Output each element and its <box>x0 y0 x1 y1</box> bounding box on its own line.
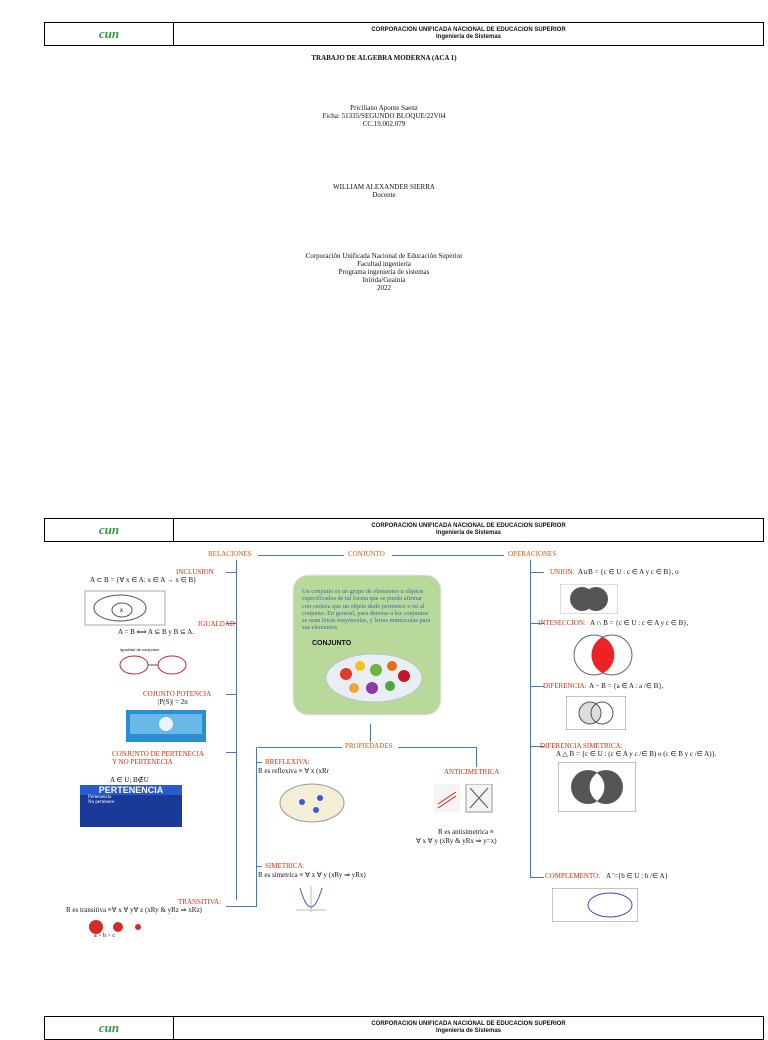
branch <box>530 572 544 573</box>
anticimetrica-diagram <box>434 784 493 813</box>
cun-logo: cun <box>45 23 174 45</box>
reflexiva-diagram <box>279 783 345 823</box>
complemento-formula: A ′={b ∈ U : b /∈ A} <box>606 872 668 880</box>
simetrica-graph <box>296 886 326 912</box>
igualdad-image-caption: Igualdad de conjuntos <box>120 647 160 652</box>
diferencia-diagram <box>566 696 626 730</box>
page1-header: cun CORPORACION UNIFICADA NACIONAL DE ED… <box>44 22 764 46</box>
logo-text: cun <box>98 26 120 41</box>
connector-line <box>398 747 476 748</box>
cun-logo: cun <box>45 519 174 541</box>
anticimetrica-formula-2: ∀ x ∀ y (xRy & yRx ⇒ y=x) <box>416 837 497 845</box>
branch <box>226 694 236 695</box>
branch <box>226 572 236 573</box>
branch <box>530 623 544 624</box>
simetrica-label: SIMETRICA: <box>265 862 305 870</box>
transitiva-label: TRANSITIVA: <box>178 898 222 906</box>
branch <box>256 762 262 763</box>
interseccion-label: INTESECCION: <box>538 619 586 627</box>
diferencia-label: DIFERENCIA: <box>543 682 587 690</box>
operaciones-spine <box>530 560 531 878</box>
diferencia-simetrica-diagram <box>558 762 636 812</box>
potencia-formula: |P(S)| = 2n <box>158 698 188 706</box>
propiedades-label: PROPIEDADES <box>345 742 393 750</box>
pertenencia-formula: A ∈ U; B∉U <box>110 776 149 784</box>
header-program: Ingeniería de Sistemas <box>435 34 502 40</box>
potencia-image <box>126 710 206 742</box>
relaciones-label: RELACIONES <box>208 550 252 558</box>
anticimetrica-label: ANTICIMETRICA <box>444 768 500 776</box>
cover-teacher: WILLIAM ALEXANDER SIERRA Docente <box>333 183 435 199</box>
connector-line <box>258 555 344 556</box>
cover-institution: Corporación Unificada Nacional de Educac… <box>305 252 463 292</box>
igualdad-formula: A = B ⟺ A ⊆ B y B ⊆ A. <box>118 628 195 636</box>
union-diagram <box>560 584 618 614</box>
connector-line <box>258 747 342 748</box>
conjunto-definition: Un conjunto es un grupo de elementos u o… <box>302 588 431 632</box>
transitiva-apples <box>89 920 141 934</box>
branch <box>256 866 262 867</box>
union-formula: A∪B = {c ∈ U : c ∈ A y c ∈ B}, o <box>578 568 679 576</box>
igualdad-diagram <box>119 655 187 675</box>
branch <box>226 752 236 753</box>
branch <box>226 906 256 907</box>
operaciones-label: OPERACIONES <box>508 550 557 558</box>
connector-line <box>392 555 504 556</box>
diferencia-simetrica-label: DIFERENCIA SIMETRICA: <box>540 742 623 750</box>
cun-logo: cun <box>45 1017 174 1039</box>
pertenencia-image: PERTENENCIA Pertenencia No pertenece <box>80 785 182 827</box>
inclusion-formula: A ⊂ B = {∀ x ∈ A: x ∈ A → x ∈ B} <box>90 576 197 584</box>
inclusion-label: INCLUSION <box>176 568 214 576</box>
svg-text:x: x <box>120 608 123 614</box>
simetrica-formula: R es simetrica ≡ ∀ x ∀ y (xRy ⇒ yRx) <box>258 871 366 879</box>
fruit-plate-image <box>325 653 423 703</box>
inclusion-diagram: x <box>84 590 166 626</box>
cover-student: Priciliano Aponte Saenz Ficha: 51335/SEG… <box>322 104 446 128</box>
branch <box>530 746 544 747</box>
conjunto-card-title: CONJUNTO <box>312 640 352 647</box>
union-label: UNION: <box>550 568 575 576</box>
header-institution: CORPORACION UNIFICADA NACIONAL DE EDUCAC… <box>371 27 566 33</box>
interseccion-diagram <box>573 634 633 676</box>
complemento-label: COMPLEMENTO: <box>545 872 601 880</box>
complemento-diagram <box>552 888 638 922</box>
diferencia-simetrica-formula: A △ B = {c ∈ U : (c ∈ A y c /∈ B) o (c ∈… <box>556 750 717 758</box>
transitiva-formula: R es transitiva ≡∀ x ∀ y∀ z (xRy & yRz ⇒… <box>66 906 202 914</box>
relaciones-spine <box>236 560 237 900</box>
reflexiva-formula: R es reflexiva ≡ ∀ x (xRr <box>258 767 329 775</box>
pertenencia-label: CONJUNTO DE PERTENECIA Y NO PERTENECIA <box>112 750 205 766</box>
interseccion-formula: A ∩ B = {c ∈ U : c ∈ A y c ∈ B}, <box>590 619 689 627</box>
branch <box>530 877 544 878</box>
page3-header: cun CORPORACION UNIFICADA NACIONAL DE ED… <box>44 1016 764 1040</box>
page2-header: cun CORPORACION UNIFICADA NACIONAL DE ED… <box>44 518 764 542</box>
propiedades-spine <box>256 747 257 907</box>
connector-line <box>476 747 477 767</box>
reflexiva-label: RREFLEXIVA: <box>265 758 310 766</box>
branch <box>530 686 544 687</box>
connector-line <box>370 724 371 742</box>
cover-title: TRABAJO DE ALGEBRA MODERNA (ACA 1) <box>311 54 457 62</box>
diferencia-formula: A − B = {a ∈ A : a /∈ B}, <box>589 682 664 690</box>
transitiva-caption: a > b > c <box>94 933 116 939</box>
conjunto-label: CONJUNTO <box>348 550 385 558</box>
branch <box>226 623 236 624</box>
anticimetrica-formula-1: R es antisimetrica ≡ <box>438 828 494 836</box>
potencia-label: COJUNTO POTENCIA <box>143 690 212 698</box>
conjunto-card: Un conjunto es un grupo de elementos u o… <box>294 576 440 714</box>
igualdad-label: IGUALDAD <box>198 620 235 628</box>
